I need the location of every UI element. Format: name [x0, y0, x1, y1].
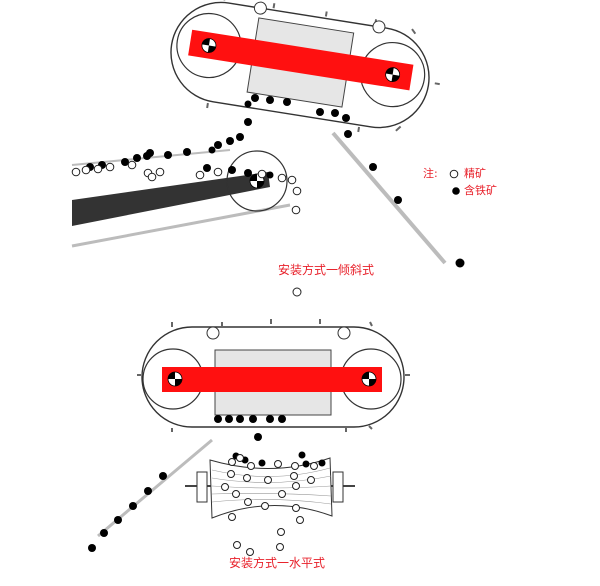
inclined-feed-guide-upper [71, 149, 231, 166]
legend-prefix: 注: [423, 167, 438, 180]
inclined-idler-right [372, 20, 386, 34]
horizontal-feed-roller [185, 457, 355, 519]
legend-solid-marker [452, 187, 460, 195]
roller-end-left [196, 471, 208, 503]
inclined-axis-marker-left [201, 38, 217, 53]
inclined-particles-solid [86, 94, 465, 268]
label-horizontal-install: 安装方式一水平式 [229, 556, 326, 570]
inclined-feed-belt [72, 172, 270, 226]
legend-label-concentrate: 精矿 [464, 167, 486, 180]
inclined-discharge-chute [331, 131, 447, 265]
inclined-feed-pulley [226, 150, 288, 212]
horizontal-belt-ticks [137, 319, 410, 432]
inclined-magnet-bar [188, 29, 414, 91]
inclined-particles-hollow [71, 160, 302, 297]
horizontal-axis-marker-right [361, 371, 377, 387]
inclined-feed-guide-lower [71, 203, 291, 248]
horizontal-particles-hollow [221, 454, 318, 556]
inclined-feed-conveyor [71, 149, 291, 248]
inclined-axis-marker-right [385, 67, 401, 83]
horizontal-particles-solid [88, 415, 326, 552]
inclined-separator [170, 0, 440, 133]
horizontal-magnet-bar [162, 367, 382, 392]
legend-label-iron-ore: 含铁矿 [464, 184, 497, 197]
roller-end-right [332, 471, 344, 503]
horizontal-axis-marker-left [167, 371, 183, 387]
horizontal-idler-left [206, 326, 220, 340]
label-inclined-install: 安装方式一倾斜式 [278, 263, 375, 277]
horizontal-idler-right [337, 326, 351, 340]
horizontal-separator [137, 319, 410, 432]
legend-hollow-marker [449, 169, 459, 179]
inclined-idler-left [253, 1, 267, 15]
